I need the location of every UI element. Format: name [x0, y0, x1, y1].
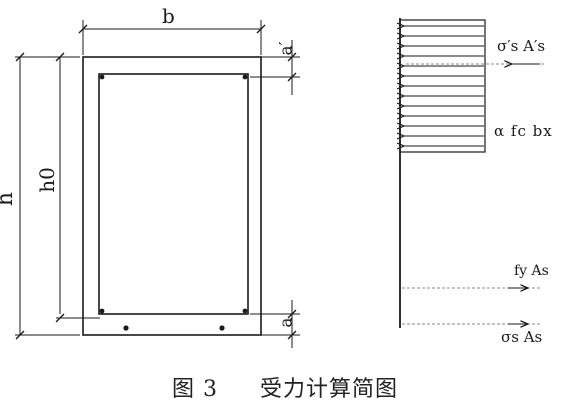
label-a-prime: a′ — [276, 41, 297, 56]
dimension-b — [78, 20, 266, 55]
stress-block-arrows — [404, 26, 484, 146]
label-concrete-block: α fc bx — [494, 122, 553, 140]
caption-figure-number: 图 3 — [171, 377, 218, 402]
label-tension-steel-fy: fy As — [514, 263, 549, 279]
caption-title: 受力计算简图 — [259, 377, 398, 402]
dimension-a-prime — [250, 40, 300, 95]
rebar-top-left — [99, 74, 105, 80]
label-tension-steel-sigma: σs As — [501, 328, 543, 346]
dimension-h — [15, 52, 80, 340]
stirrup-outline — [98, 73, 249, 315]
dimension-a — [250, 300, 300, 348]
stress-diagram — [400, 18, 545, 328]
rebar-bottom-left — [99, 308, 105, 314]
label-compression-steel: σ′s A′s — [497, 37, 546, 55]
section-outline — [82, 56, 262, 336]
label-a: a — [276, 317, 297, 328]
dimension-h0 — [55, 52, 100, 323]
label-b: b — [162, 4, 175, 28]
rebar-bottom-right — [242, 308, 248, 314]
label-h0: h0 — [34, 167, 59, 193]
rebar-below-left — [123, 325, 129, 331]
rebar-below-right — [219, 325, 225, 331]
cross-section — [82, 56, 262, 336]
label-h: h — [0, 192, 18, 206]
rebar-top-right — [242, 74, 248, 80]
figure-caption: 图 3 受力计算简图 — [0, 371, 570, 403]
